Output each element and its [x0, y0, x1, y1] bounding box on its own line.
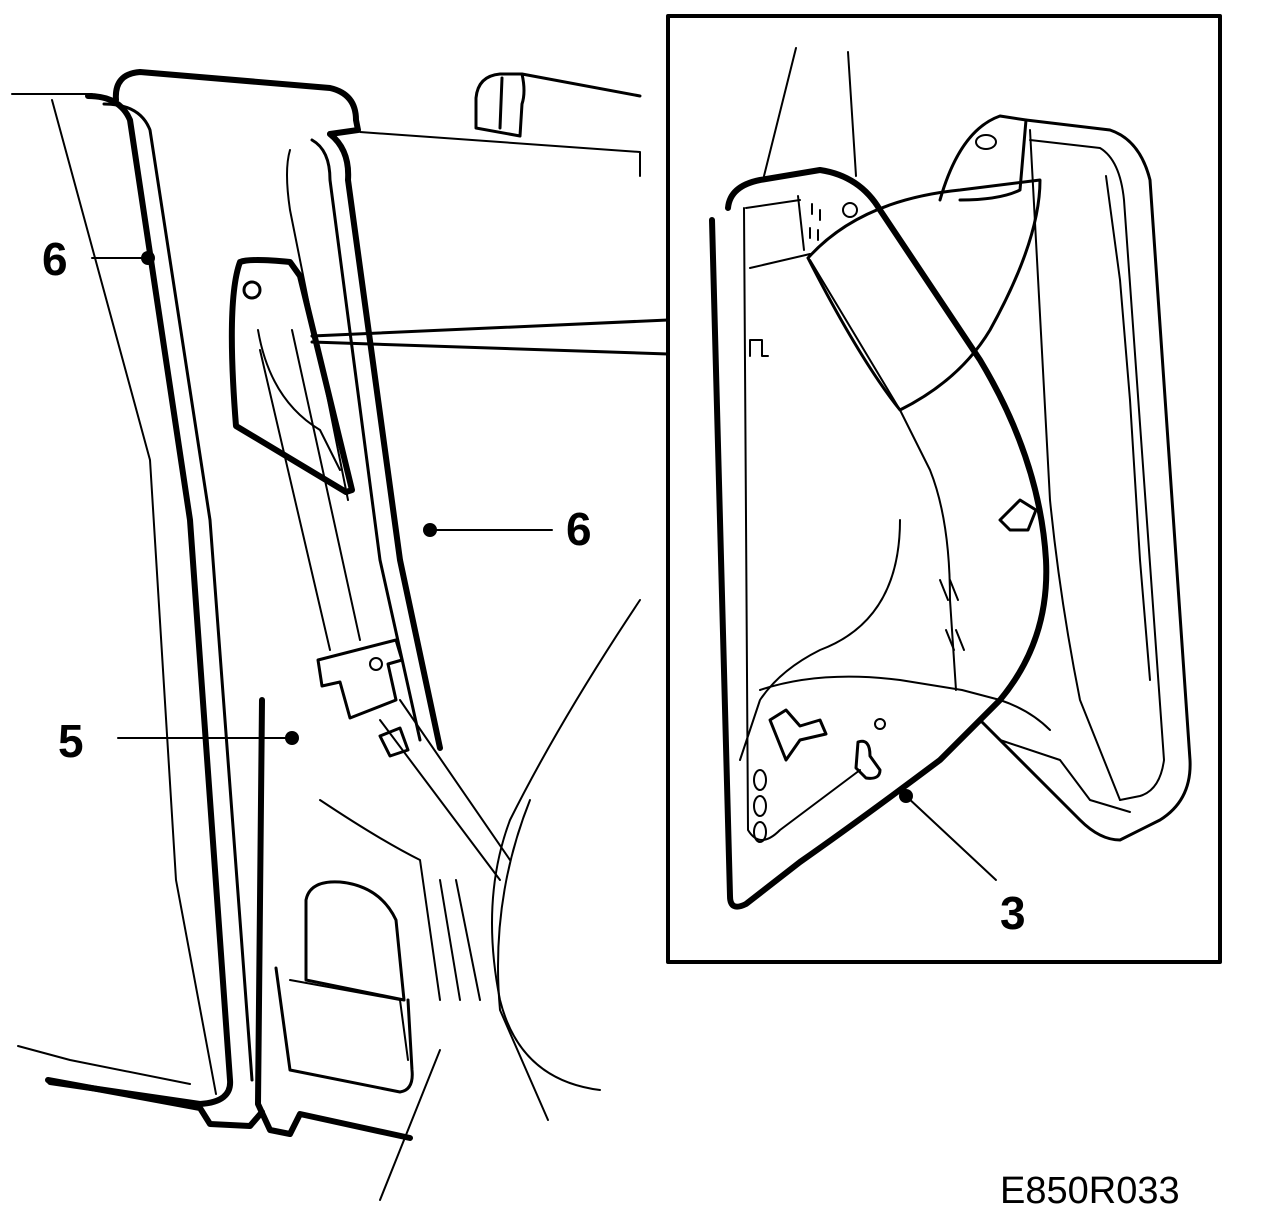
trim-clip-small: [749, 339, 769, 357]
belt-buckle: [316, 638, 410, 758]
trim-hatching: [939, 579, 965, 651]
pocket-rim: [289, 979, 409, 1061]
pillar-trim-lower: [255, 697, 413, 1141]
leader-dot-6b: [423, 523, 437, 537]
lower-pocket-outer: [274, 966, 414, 1094]
sill-strip: [45, 1077, 265, 1129]
buckle-bolt: [369, 657, 383, 671]
callout-6-left: 6: [42, 233, 68, 285]
detail-pointer: [310, 318, 670, 356]
trim-top-hole: [842, 202, 858, 218]
detail-inset: [666, 14, 1222, 964]
trim-piece-inner: [743, 207, 861, 841]
seat-belt: [259, 329, 511, 881]
seat-back-curve: [491, 599, 641, 1091]
leader-dot-5: [285, 731, 299, 745]
trim-lower-ledge: [759, 675, 1001, 701]
reference-code: E850R033: [1000, 1170, 1180, 1212]
rear-frame-inner: [1029, 139, 1165, 801]
main-view: [11, 69, 642, 1201]
door-seal-right-mid: [310, 138, 422, 742]
rear-frame-top: [938, 114, 1028, 202]
trim-inner-fold: [257, 329, 341, 471]
rear-frame-edge: [1029, 129, 1121, 801]
trim-flap: [806, 178, 1042, 412]
door-seal-right-outer: [327, 131, 443, 751]
pillar-top-cap: [112, 69, 361, 137]
trim-clip-side: [998, 498, 1038, 532]
leader-lines: [91, 251, 997, 881]
rear-lower-rail: [979, 699, 1131, 813]
trim-top-ledge: [745, 199, 811, 269]
detail-frame: [666, 14, 1222, 964]
rear-frame-detail: [1105, 175, 1151, 681]
door-seal-right-inner: [286, 149, 349, 501]
callout-6-right: 6: [566, 503, 592, 555]
leader-dot-3: [899, 789, 913, 803]
sill-edge: [17, 1045, 191, 1085]
trim-body-curve: [739, 519, 901, 761]
trim-piece-outer: [709, 167, 1050, 910]
rear-frame-outer: [978, 118, 1192, 842]
rear-frame-hole: [975, 134, 997, 150]
callout-5: 5: [58, 715, 84, 767]
leader-dot-6a: [141, 251, 155, 265]
trim-hole: [242, 280, 262, 300]
trim-clip-b: [874, 718, 886, 730]
trim-flap-crease: [809, 259, 957, 691]
roof-line: [359, 131, 641, 177]
door-seal-left-inner: [102, 102, 254, 1082]
lower-pocket-inner: [304, 880, 406, 1002]
seat-belt-guide: [439, 879, 481, 1001]
pillar-trim-crease: [319, 799, 441, 1001]
door-seal-left-outer: [47, 93, 234, 1107]
callout-3: 3: [1000, 887, 1026, 939]
grab-handle: [474, 72, 642, 138]
pillar-trim-upper: [228, 257, 355, 495]
trim-comb: [797, 195, 821, 251]
seat-side-curve: [379, 799, 549, 1201]
trim-clip-a: [854, 739, 882, 780]
trim-clip-row: [768, 708, 828, 762]
pillar-left-face: [51, 99, 217, 1095]
